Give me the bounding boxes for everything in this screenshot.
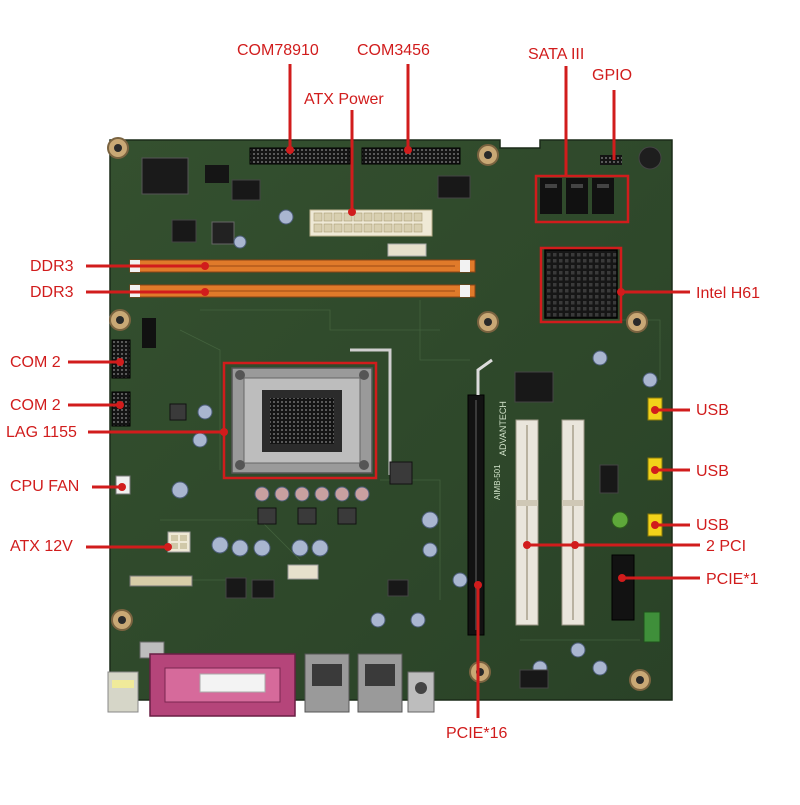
pci-slot-2	[561, 419, 585, 626]
label-usb-3: USB	[696, 517, 729, 534]
rear-io-panel	[107, 653, 435, 717]
label-2pci: 2 PCI	[706, 538, 747, 555]
label-pcie16: PCIE*16	[446, 725, 508, 742]
com78910-header	[249, 147, 351, 165]
io-chip	[141, 157, 189, 195]
capacitors	[171, 209, 658, 676]
pcie16-slot	[467, 358, 493, 636]
label-lga1155: LAG 1155	[6, 424, 77, 441]
label-com2-1: COM 2	[10, 354, 61, 371]
label-com78910: COM78910	[237, 42, 319, 59]
label-cpu-fan: CPU FAN	[10, 478, 80, 495]
board-brand-text: ADVANTECH	[498, 401, 508, 456]
mounting-holes	[107, 137, 651, 691]
intel-h61-heatsink	[544, 249, 618, 319]
label-intel-h61: Intel H61	[696, 285, 761, 302]
misc-chips	[171, 175, 619, 689]
gpio-header	[600, 155, 622, 165]
lga1155-socket	[231, 348, 392, 475]
label-pcie1: PCIE*1	[706, 571, 759, 588]
label-ddr3-2: DDR3	[30, 284, 74, 301]
label-com2-2: COM 2	[10, 397, 61, 414]
label-usb-2: USB	[696, 463, 729, 480]
label-com3456: COM3456	[357, 42, 430, 59]
pcie1-slot	[611, 554, 635, 621]
pci-slot-1	[515, 419, 539, 626]
label-sata3: SATA III	[528, 46, 585, 63]
leader-lines	[68, 64, 700, 718]
label-atx12v: ATX 12V	[10, 538, 73, 555]
board-model-text: AIMB-501	[493, 464, 502, 500]
sata-ports	[540, 178, 614, 214]
leader-dots	[116, 146, 659, 589]
label-atx-power: ATX Power	[304, 91, 384, 108]
label-usb-1: USB	[696, 402, 729, 419]
cmos-battery	[638, 146, 662, 170]
com2-header-2	[111, 391, 131, 427]
inductors	[169, 403, 413, 525]
annotation-boxes	[222, 174, 630, 480]
label-gpio: GPIO	[592, 67, 633, 84]
label-ddr3-1: DDR3	[30, 258, 74, 275]
